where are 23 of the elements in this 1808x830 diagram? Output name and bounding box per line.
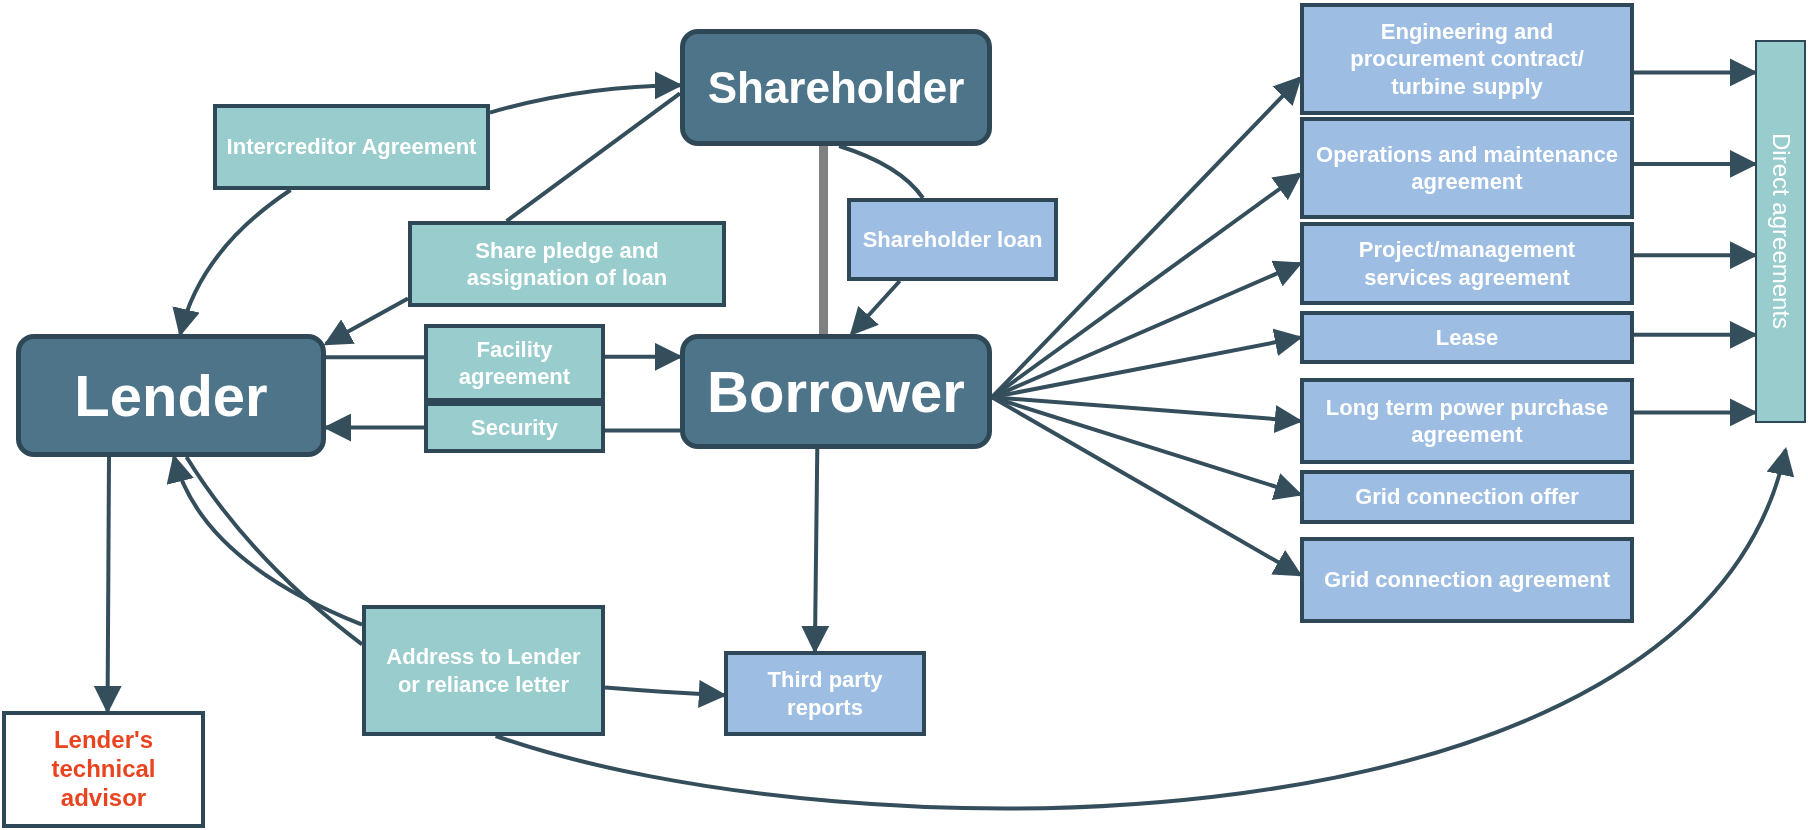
arrow: [93, 457, 122, 714]
connector-line: [326, 355, 424, 360]
agreement-box: Security: [424, 402, 605, 453]
party-box: Borrower: [680, 334, 992, 449]
agreement-box: Facility agreement: [424, 324, 605, 402]
agreement-box: Intercreditor Agreement: [213, 104, 490, 190]
advisor-box: Lender's technical advisor: [2, 711, 205, 828]
connector-line: [184, 455, 364, 646]
agreement-box: Shareholder loan: [847, 198, 1058, 281]
contract-box: Operations and maintenance agreement: [1300, 117, 1634, 219]
contract-box: Engineering and procurement contract/ turbine supply: [1300, 3, 1634, 115]
agreement-box: Share pledge and assignation of loan: [408, 221, 726, 307]
direct-agreements-bar: Direct agreements: [1755, 40, 1806, 423]
contract-box: Project/management services agreement: [1300, 222, 1634, 305]
connector-line: [819, 146, 828, 334]
connector-line: [505, 91, 682, 223]
party-box: Lender: [16, 334, 326, 457]
contract-box: Lease: [1300, 311, 1634, 364]
connector-line: [838, 144, 925, 200]
arrow: [323, 296, 409, 346]
party-box: Shareholder: [680, 29, 992, 146]
connector-line: [605, 428, 680, 433]
contract-box: Long term power purchase agreement: [1300, 378, 1634, 464]
